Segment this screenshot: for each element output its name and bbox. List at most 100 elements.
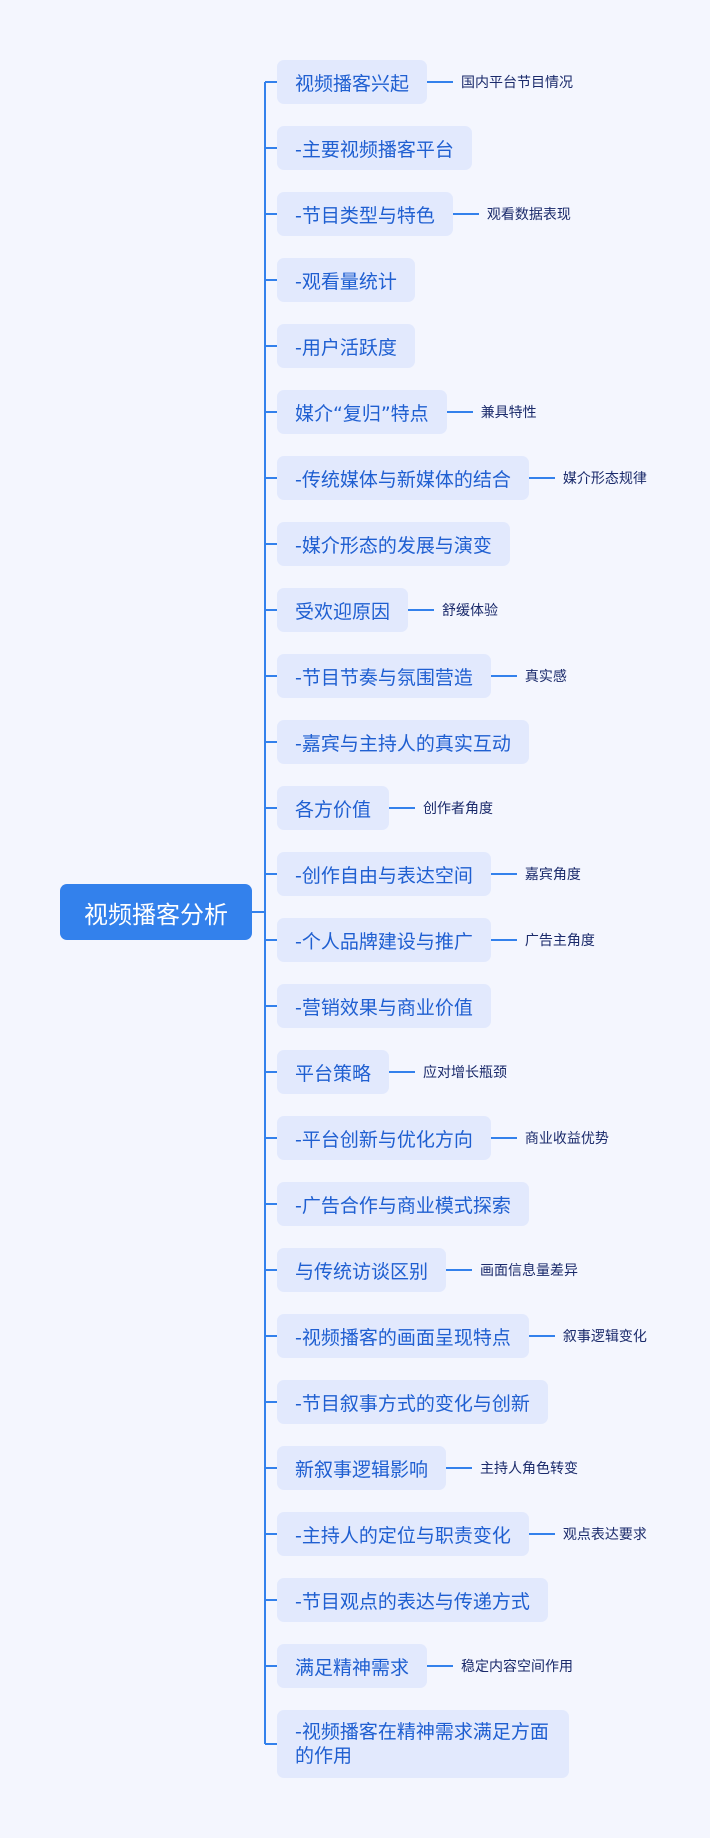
branch-row: -节目节奏与氛围营造 真实感 bbox=[265, 654, 567, 698]
elbow-connector bbox=[265, 1137, 277, 1139]
topic-node[interactable]: 与传统访谈区别 bbox=[277, 1248, 447, 1292]
branch-row: 满足精神需求 稳定内容空间作用 bbox=[265, 1644, 573, 1688]
note-connector bbox=[490, 873, 517, 875]
elbow-connector bbox=[265, 81, 277, 83]
root-node[interactable]: 视频播客分析 bbox=[60, 884, 252, 940]
topic-note[interactable]: 主持人角色转变 bbox=[480, 1461, 579, 1477]
branch-row: -观看量统计 bbox=[265, 258, 415, 302]
note-connector bbox=[528, 477, 555, 479]
branch-row: -视频播客的画面呈现特点 叙事逻辑变化 bbox=[265, 1314, 647, 1358]
branch-row: -主持人的定位与职责变化 观点表达要求 bbox=[265, 1512, 647, 1556]
topic-node[interactable]: -节目类型与特色 bbox=[277, 192, 453, 236]
elbow-connector bbox=[265, 477, 277, 479]
note-connector bbox=[490, 939, 517, 941]
topic-note[interactable]: 国内平台节目情况 bbox=[461, 75, 574, 91]
topic-node[interactable]: 新叙事逻辑影响 bbox=[277, 1446, 447, 1490]
topic-node[interactable]: -节目观点的表达与传递方式 bbox=[277, 1578, 548, 1622]
topic-node[interactable]: -嘉宾与主持人的真实互动 bbox=[277, 720, 529, 764]
note-connector bbox=[452, 213, 479, 215]
branch-row: -传统媒体与新媒体的结合 媒介形态规律 bbox=[265, 456, 647, 500]
branch-row: -个人品牌建设与推广 广告主角度 bbox=[265, 918, 595, 962]
branch-row: -用户活跃度 bbox=[265, 324, 415, 368]
elbow-connector bbox=[265, 1005, 277, 1007]
branch-row: 受欢迎原因 舒缓体验 bbox=[265, 588, 498, 632]
elbow-connector bbox=[265, 939, 277, 941]
topic-note[interactable]: 创作者角度 bbox=[423, 801, 494, 817]
topic-note[interactable]: 媒介形态规律 bbox=[562, 471, 647, 487]
topic-note[interactable]: 观看数据表现 bbox=[486, 207, 571, 223]
topic-node[interactable]: -节目节奏与氛围营造 bbox=[277, 654, 491, 698]
topic-node[interactable]: 媒介“复归”特点 bbox=[277, 390, 447, 434]
elbow-connector bbox=[265, 609, 277, 611]
topic-node[interactable]: -用户活跃度 bbox=[277, 324, 415, 368]
topic-note[interactable]: 广告主角度 bbox=[524, 933, 595, 949]
note-connector bbox=[427, 81, 454, 83]
branch-row: 新叙事逻辑影响 主持人角色转变 bbox=[265, 1446, 578, 1490]
note-connector bbox=[389, 1071, 416, 1073]
topic-node[interactable]: 平台策略 bbox=[277, 1050, 390, 1094]
topic-node[interactable]: -媒介形态的发展与演变 bbox=[277, 522, 510, 566]
branch-row: -平台创新与优化方向 商业收益优势 bbox=[265, 1116, 609, 1160]
topic-note[interactable]: 舒缓体验 bbox=[442, 603, 499, 619]
note-connector bbox=[446, 1269, 473, 1271]
topic-node[interactable]: -视频播客的画面呈现特点 bbox=[277, 1314, 529, 1358]
branch-row: -节目观点的表达与传递方式 bbox=[265, 1578, 548, 1622]
note-connector bbox=[490, 675, 517, 677]
elbow-connector bbox=[265, 1599, 277, 1601]
topic-note[interactable]: 兼具特性 bbox=[480, 405, 537, 421]
elbow-connector bbox=[265, 213, 277, 215]
topic-note[interactable]: 叙事逻辑变化 bbox=[562, 1329, 647, 1345]
branch-row: -节目叙事方式的变化与创新 bbox=[265, 1380, 548, 1424]
note-connector bbox=[528, 1533, 555, 1535]
topic-node[interactable]: -广告合作与商业模式探索 bbox=[277, 1182, 529, 1226]
topic-note[interactable]: 真实感 bbox=[524, 669, 567, 685]
branch-row: 平台策略 应对增长瓶颈 bbox=[265, 1050, 507, 1094]
branch-row: 视频播客兴起 国内平台节目情况 bbox=[265, 60, 573, 104]
elbow-connector bbox=[265, 1071, 277, 1073]
elbow-connector bbox=[265, 1743, 277, 1745]
elbow-connector bbox=[265, 873, 277, 875]
elbow-connector bbox=[265, 1203, 277, 1205]
elbow-connector bbox=[265, 1335, 277, 1337]
topic-node[interactable]: -平台创新与优化方向 bbox=[277, 1116, 491, 1160]
elbow-connector bbox=[265, 1269, 277, 1271]
branch-row: -广告合作与商业模式探索 bbox=[265, 1182, 529, 1226]
topic-node[interactable]: -个人品牌建设与推广 bbox=[277, 918, 491, 962]
topic-node[interactable]: -视频播客在精神需求满足方面的作用 bbox=[277, 1710, 569, 1778]
elbow-connector bbox=[265, 543, 277, 545]
topic-node[interactable]: -创作自由与表达空间 bbox=[277, 852, 491, 896]
elbow-connector bbox=[265, 279, 277, 281]
topic-node[interactable]: 受欢迎原因 bbox=[277, 588, 409, 632]
topic-node[interactable]: -营销效果与商业价值 bbox=[277, 984, 491, 1028]
elbow-connector bbox=[265, 1467, 277, 1469]
topic-node[interactable]: -观看量统计 bbox=[277, 258, 415, 302]
note-connector bbox=[446, 1467, 473, 1469]
topic-note[interactable]: 嘉宾角度 bbox=[524, 867, 581, 883]
note-connector bbox=[389, 807, 416, 809]
topic-node[interactable]: -节目叙事方式的变化与创新 bbox=[277, 1380, 548, 1424]
branch-spine bbox=[264, 82, 266, 1744]
elbow-connector bbox=[265, 807, 277, 809]
elbow-connector bbox=[265, 411, 277, 413]
topic-note[interactable]: 画面信息量差异 bbox=[480, 1263, 579, 1279]
note-connector bbox=[490, 1137, 517, 1139]
elbow-connector bbox=[265, 147, 277, 149]
topic-node[interactable]: 视频播客兴起 bbox=[277, 60, 428, 104]
topic-note[interactable]: 稳定内容空间作用 bbox=[461, 1659, 574, 1675]
branch-row: -主要视频播客平台 bbox=[265, 126, 472, 170]
elbow-connector bbox=[265, 1533, 277, 1535]
topic-node[interactable]: -主要视频播客平台 bbox=[277, 126, 472, 170]
topic-node[interactable]: -主持人的定位与职责变化 bbox=[277, 1512, 529, 1556]
topic-node[interactable]: 满足精神需求 bbox=[277, 1644, 428, 1688]
topic-node[interactable]: -传统媒体与新媒体的结合 bbox=[277, 456, 529, 500]
topic-note[interactable]: 应对增长瓶颈 bbox=[423, 1065, 508, 1081]
topic-node[interactable]: 各方价值 bbox=[277, 786, 390, 830]
topic-note[interactable]: 观点表达要求 bbox=[562, 1527, 647, 1543]
branch-row: -视频播客在精神需求满足方面的作用 bbox=[265, 1710, 569, 1778]
branch-row: 各方价值 创作者角度 bbox=[265, 786, 493, 830]
branch-row: -媒介形态的发展与演变 bbox=[265, 522, 510, 566]
branch-row: -创作自由与表达空间 嘉宾角度 bbox=[265, 852, 581, 896]
topic-note[interactable]: 商业收益优势 bbox=[524, 1131, 609, 1147]
branch-row: -节目类型与特色 观看数据表现 bbox=[265, 192, 571, 236]
elbow-connector bbox=[265, 1665, 277, 1667]
